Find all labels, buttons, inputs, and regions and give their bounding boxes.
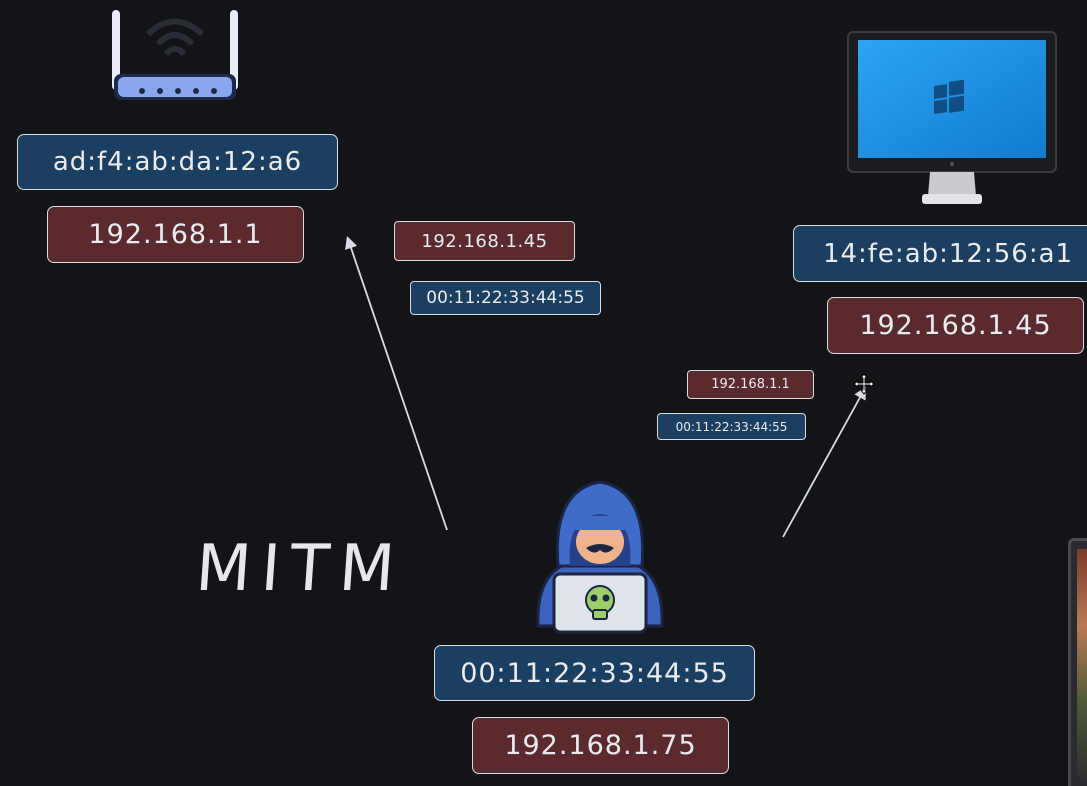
pc-mac-label: 14:fe:ab:12:56:a1 <box>793 225 1087 282</box>
cropped-thumbnail <box>1068 538 1087 786</box>
pc-ip-label: 192.168.1.45 <box>827 297 1084 354</box>
attacker-mac-label: 00:11:22:33:44:55 <box>434 645 755 701</box>
hacker-icon <box>536 480 664 634</box>
router-mac-label: ad:f4:ab:da:12:a6 <box>17 134 338 190</box>
spoof-pc-mac-label: 00:11:22:33:44:55 <box>657 413 806 440</box>
spoof-router-ip-label: 192.168.1.45 <box>394 221 575 261</box>
attacker-ip-label: 192.168.1.75 <box>472 717 729 774</box>
monitor-icon <box>847 31 1057 204</box>
router-icon <box>112 10 238 100</box>
move-cursor-icon <box>853 373 875 395</box>
spoof-router-mac-label: 00:11:22:33:44:55 <box>410 281 601 315</box>
spoof-pc-ip-label: 192.168.1.1 <box>687 370 814 399</box>
mitm-title: MITM <box>193 532 407 606</box>
router-ip-label: 192.168.1.1 <box>47 206 304 263</box>
